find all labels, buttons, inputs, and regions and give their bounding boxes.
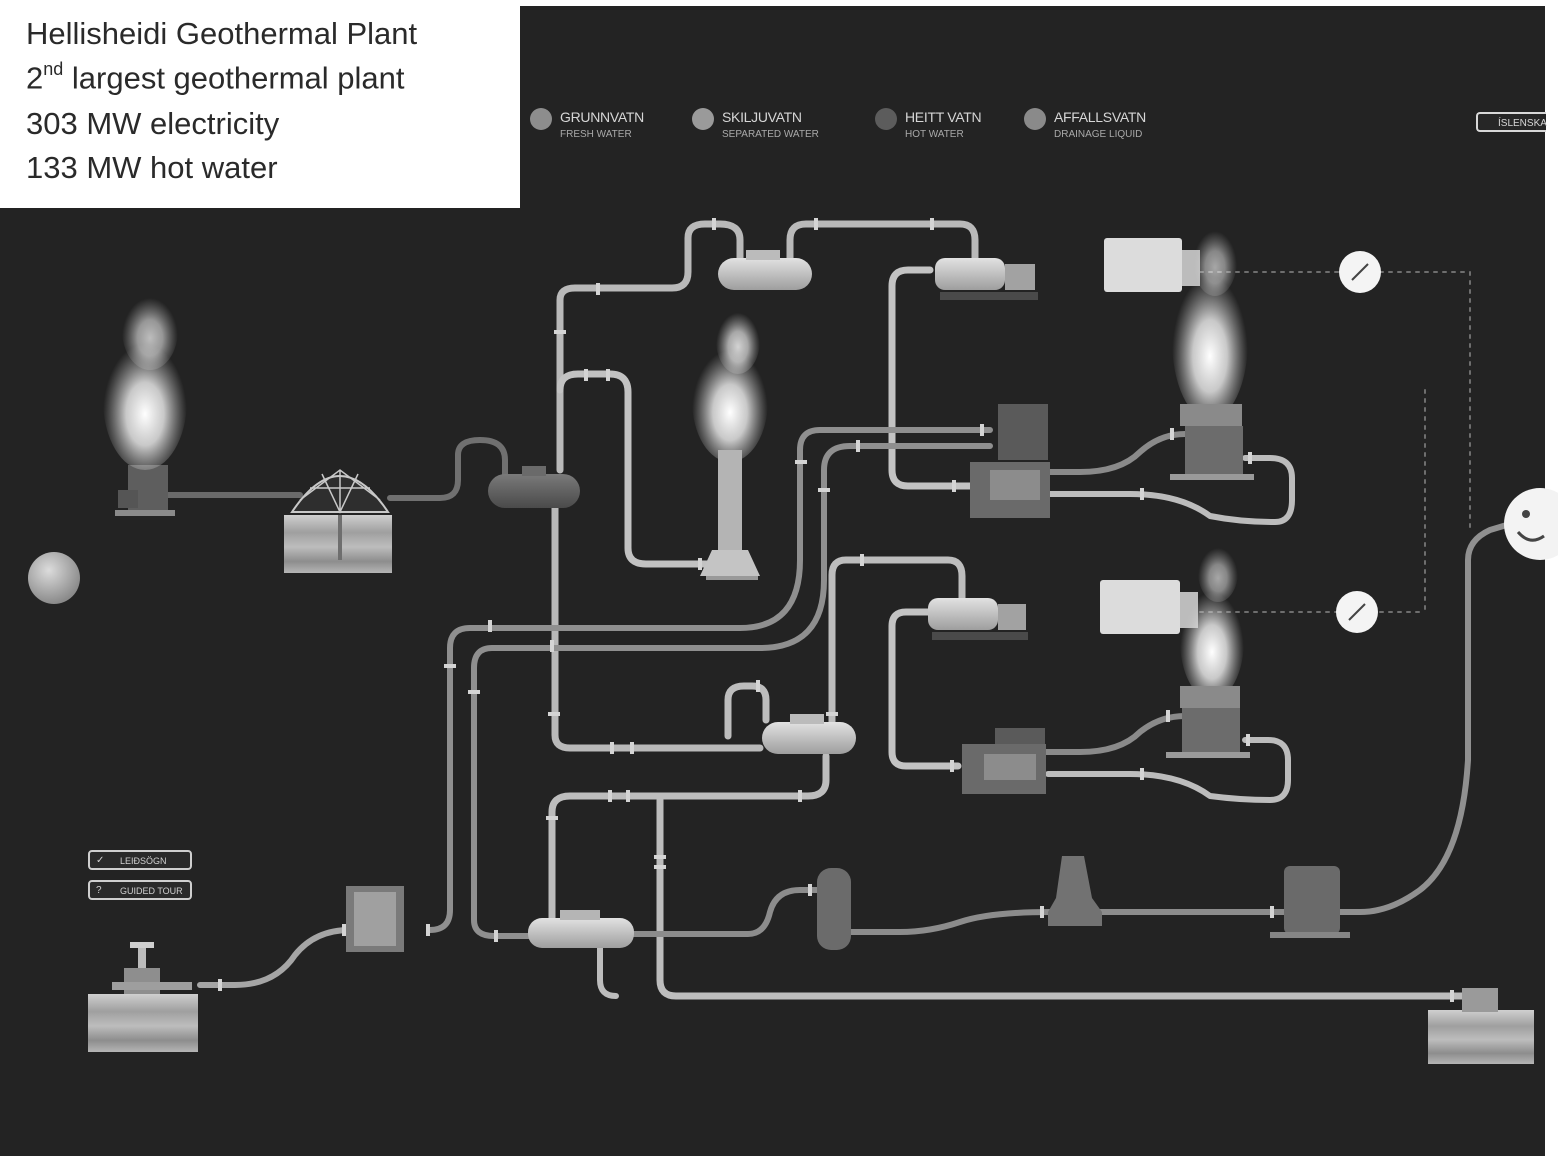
- pipe-separator-down: [551, 496, 764, 752]
- geodesic-dome-well: [284, 469, 392, 573]
- legend-sublabel: SEPARATED WATER: [722, 129, 819, 140]
- pipe-to-silencer: [556, 370, 714, 568]
- power-gauge-1: [1339, 251, 1381, 293]
- freshwater-pump: [346, 886, 404, 952]
- city-smiley-icon: [1504, 488, 1558, 560]
- navigation-sphere: [28, 552, 80, 604]
- pipe-turbine1-condenser: [888, 266, 974, 490]
- power-line-1: [1199, 271, 1471, 531]
- pipe-exchanger-drain: [597, 945, 619, 999]
- pipe-storage-to-city: [1337, 521, 1513, 915]
- legend-label: AFFALLSVATN: [1054, 109, 1146, 125]
- pipe-top-header: [786, 220, 979, 266]
- pipe-turbine2-condenser: [888, 608, 962, 770]
- caption-line-3: 303 MW electricity: [26, 106, 280, 141]
- pipe-lower-sep-loop: [724, 682, 770, 740]
- legend-sublabel: HOT WATER: [905, 129, 964, 140]
- cooling-tower-1: [1170, 224, 1254, 480]
- moisture-separator-1: [718, 250, 812, 290]
- steam-separator: [488, 466, 580, 508]
- turbine-2: [928, 598, 1028, 640]
- deaerator-vessel: [1048, 856, 1102, 926]
- pipe-cooling-loop-1b: [1047, 455, 1295, 525]
- caption-rank-suffix: nd: [43, 59, 64, 79]
- cooling-tower-2: [1166, 542, 1250, 758]
- side-button-label: LEIÐSÖGN: [120, 856, 167, 866]
- language-button-label: ÍSLENSKA: [1498, 118, 1547, 129]
- legend-sublabel: DRAINAGE LIQUID: [1054, 129, 1143, 140]
- legend-dot-separated-water: [692, 108, 714, 130]
- legend-dot-hot-water: [875, 108, 897, 130]
- pipe-hotwater-2: [471, 443, 993, 939]
- caption-rank-number: 2: [26, 60, 44, 96]
- pipe-cooling-loop-1a: [1042, 431, 1188, 475]
- help-icon: ?: [96, 885, 102, 896]
- pipe-dome-to-separator: [387, 437, 508, 501]
- pipe-cooling-loop-2a: [1042, 713, 1188, 755]
- guided-tour-button[interactable]: ? GUIDED TOUR: [88, 880, 192, 900]
- condenser-1: [970, 404, 1050, 518]
- power-gauge-2: [1336, 591, 1378, 633]
- steam-silencer: [692, 306, 768, 580]
- caption-box: Hellisheidi Geothermal Plant 2nd largest…: [0, 0, 520, 208]
- side-button-label: GUIDED TOUR: [120, 886, 183, 896]
- legend-sublabel: FRESH WATER: [560, 129, 632, 140]
- legend-dot-drainage-liquid: [1024, 108, 1046, 130]
- caption-rank-text: largest geothermal plant: [63, 60, 405, 96]
- caption-line-1: Hellisheidi Geothermal Plant: [26, 16, 418, 51]
- heat-exchanger: [528, 910, 634, 948]
- pipe-separator-up: [556, 220, 744, 474]
- hot-water-storage: [1270, 866, 1350, 938]
- pipe-reinjection-long: [656, 796, 1474, 1000]
- turbine-1: [935, 258, 1038, 300]
- pipe-cooling-loop-2b: [1045, 737, 1291, 803]
- legend-label: SKILJUVATN: [722, 109, 802, 125]
- guided-tour-icelandic-button[interactable]: ✓ LEIÐSÖGN: [88, 850, 192, 870]
- reinjection-well: [1428, 988, 1534, 1064]
- pipe-hotwater-1: [427, 427, 993, 933]
- deaerator-tank: [817, 868, 851, 950]
- legend-label: HEITT VATN: [905, 109, 982, 125]
- language-toggle-button[interactable]: ÍSLENSKA: [1476, 112, 1547, 132]
- legend-dot-fresh-water: [530, 108, 552, 130]
- pipe-freshwater-intake: [197, 927, 353, 988]
- caption-line-2: 2nd largest geothermal plant: [26, 59, 405, 96]
- pipe-exchanger-to-tank: [627, 887, 823, 937]
- check-icon: ✓: [96, 855, 105, 866]
- pipe-tank-to-deaerator: [847, 909, 1053, 935]
- freshwater-well: [88, 942, 198, 1052]
- caption-line-4: 133 MW hot water: [26, 150, 278, 185]
- pipe-sep-to-exchanger: [548, 752, 830, 922]
- pipe-network: [147, 220, 1513, 1000]
- production-wellhead: [103, 290, 187, 516]
- condenser-2: [962, 728, 1046, 794]
- moisture-separator-2: [762, 714, 856, 754]
- pipe-to-turbine-2: [828, 556, 966, 726]
- legend-label: GRUNNVATN: [560, 109, 644, 125]
- pipe-flanges: [218, 218, 1454, 1002]
